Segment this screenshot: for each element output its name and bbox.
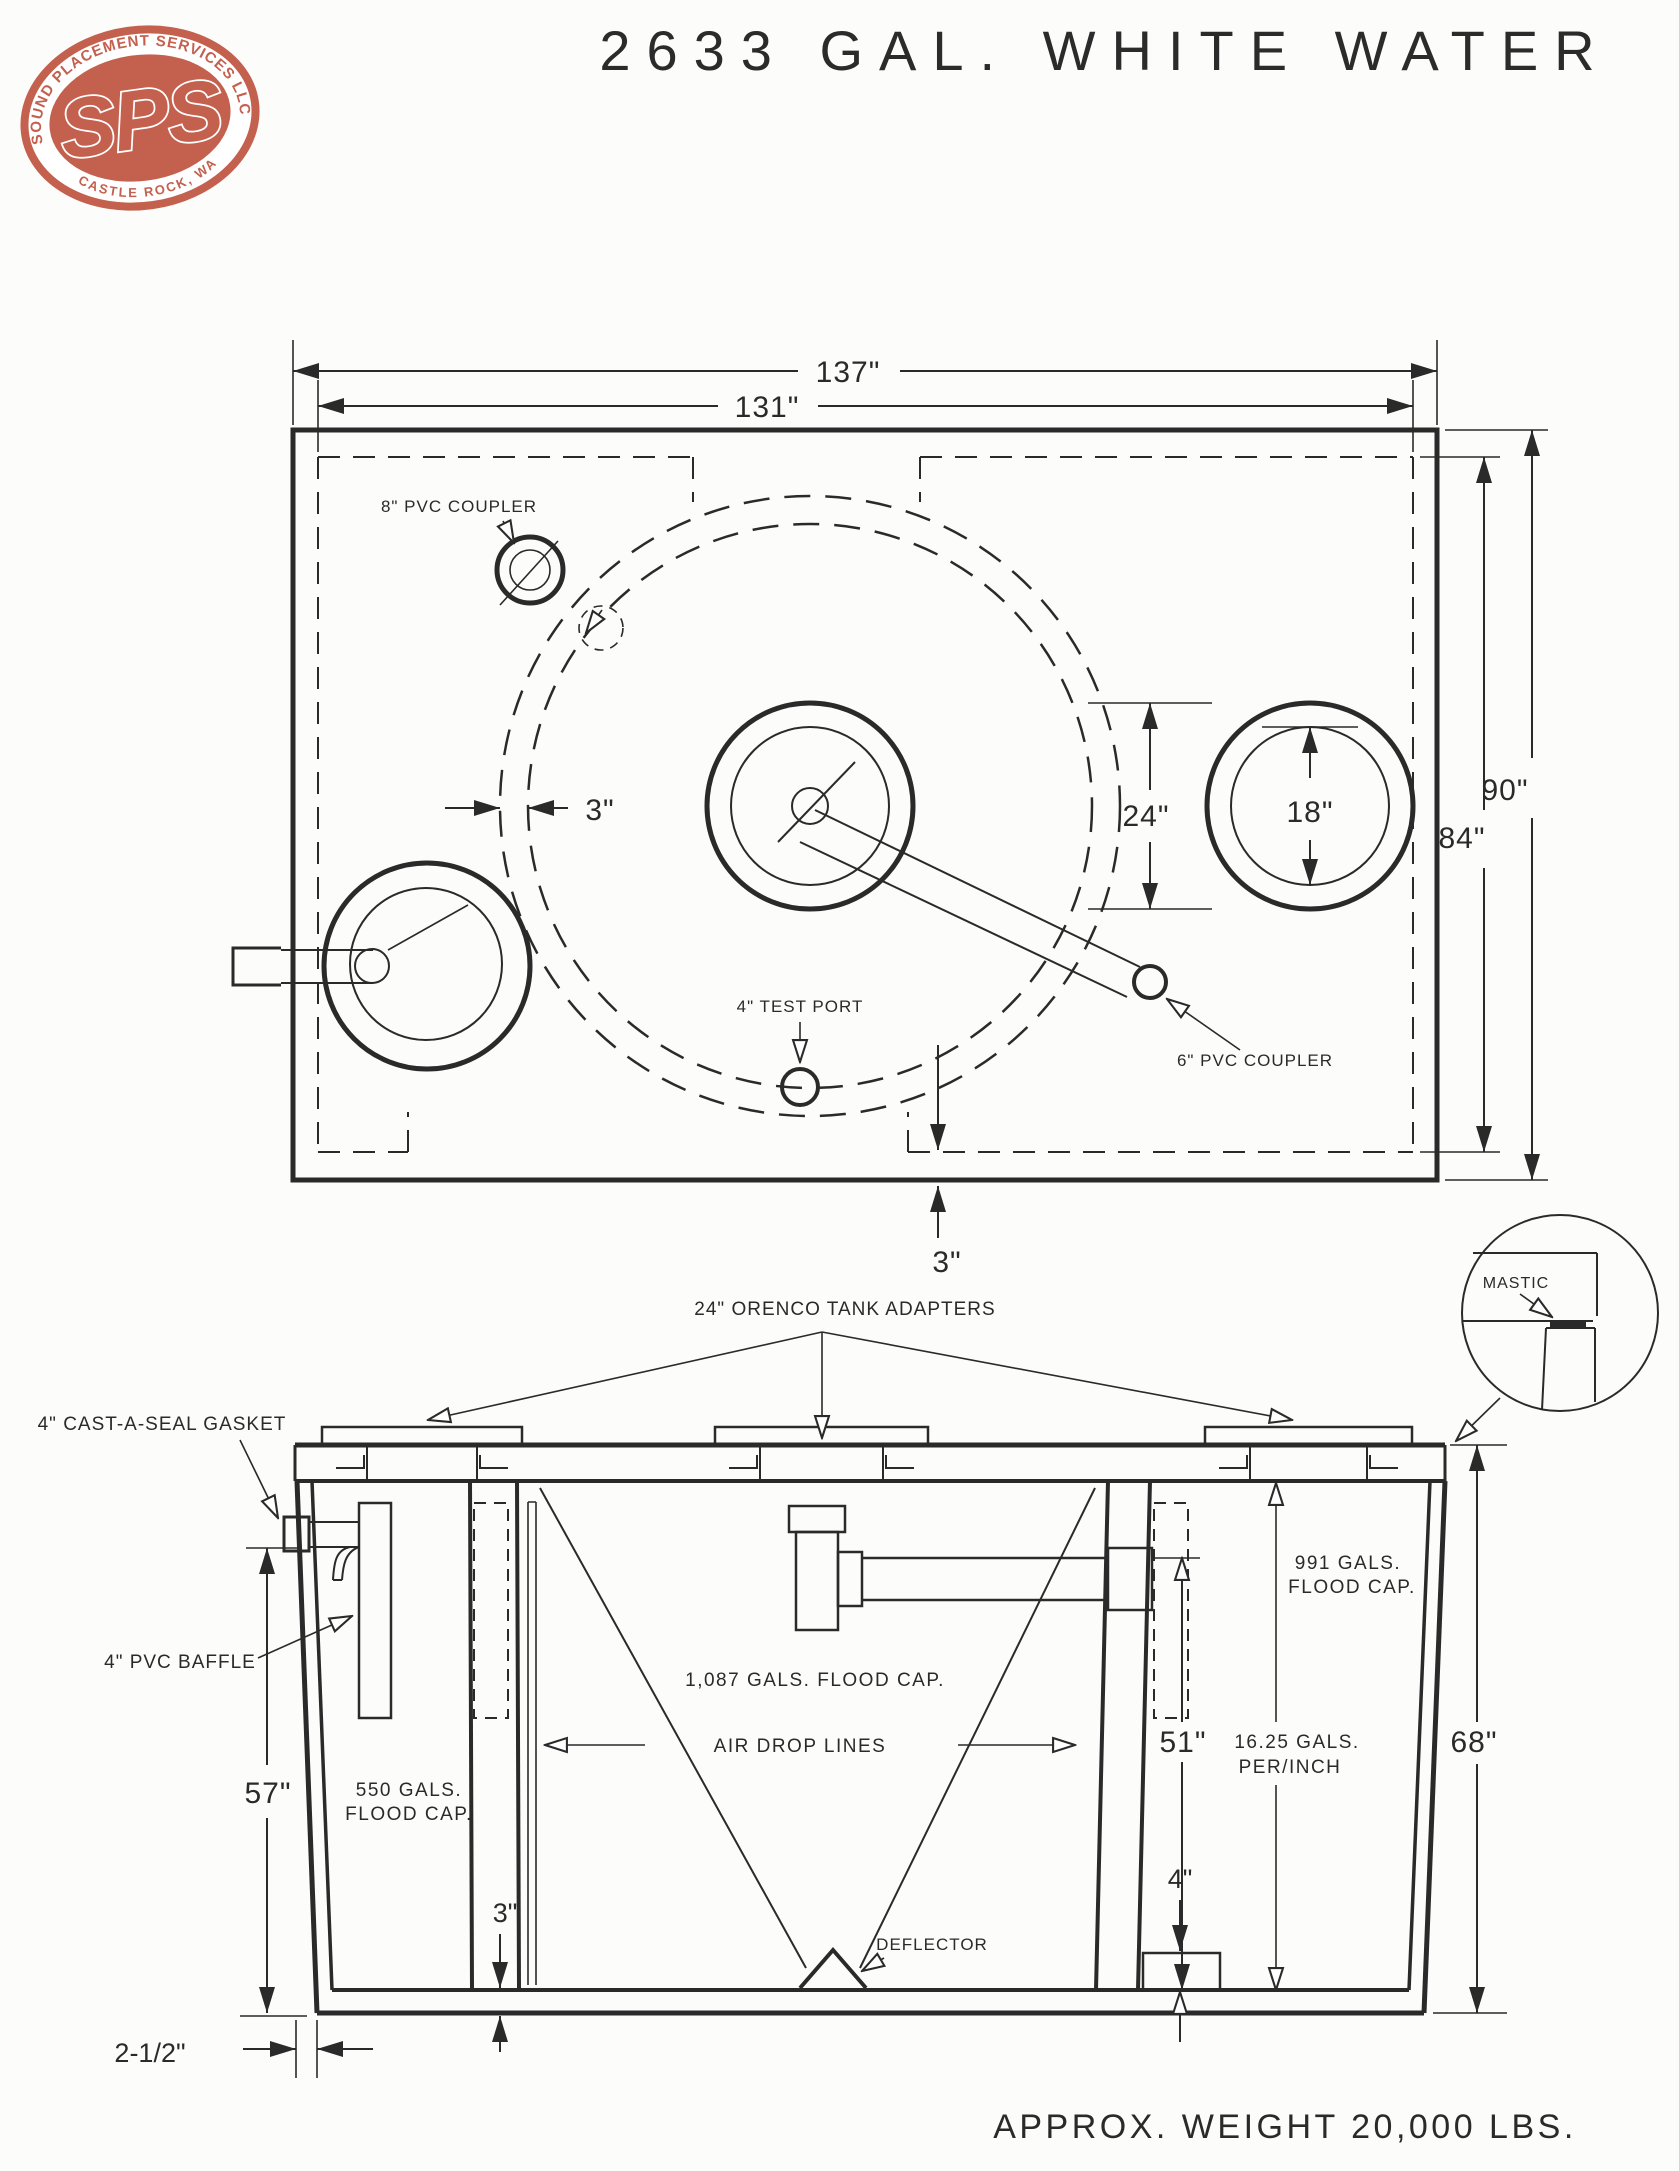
- svg-text:24": 24": [1122, 800, 1169, 833]
- dim-90: 90": [1445, 429, 1548, 1181]
- inlet-tee-pipe: [787, 1504, 1154, 1632]
- svg-text:51": 51": [1159, 1726, 1206, 1759]
- svg-text:137": 137": [816, 356, 881, 389]
- dim-2half: 2-1/2": [114, 2020, 373, 2078]
- hidden-baffle-1: [473, 1502, 509, 1719]
- rate-line1: 16.25 GALS.: [1234, 1732, 1359, 1753]
- baffle-plate-1: [527, 1501, 537, 1985]
- dim-18-label: 18": [1286, 796, 1333, 829]
- logo-initials: SPS: [53, 61, 229, 177]
- dim-84: 84": [1420, 456, 1500, 1153]
- coupler6-leader: [1167, 999, 1241, 1051]
- page-title: 2633 GAL. WHITE WATER: [599, 19, 1610, 82]
- dim-131: 131": [317, 380, 1414, 452]
- svg-text:90": 90": [1481, 774, 1528, 807]
- section-view: 24" ORENCO TANK ADAPTERS 4" CAST-A-SEAL …: [38, 1299, 1507, 2078]
- coupler8-leader: [503, 521, 514, 543]
- dim-51: 51": [1155, 1558, 1206, 1990]
- left-wall-outer: [294, 1480, 320, 2014]
- adapters-leader-right: [821, 1331, 1292, 1420]
- dim-4: 4": [1168, 1864, 1193, 2042]
- tank-adapter-right: [1203, 1425, 1414, 1481]
- mastic-detail: MASTIC: [1456, 1214, 1659, 1441]
- mastic-label: MASTIC: [1483, 1275, 1549, 1292]
- pvc-baffle: [357, 1501, 393, 1720]
- cast-a-seal-gasket: [282, 1515, 311, 1553]
- deflector-leader: [862, 1958, 884, 1971]
- dim-3-ring: 3": [445, 794, 614, 827]
- right-wall-outer: [1421, 1480, 1448, 2014]
- hidden-coupler-dashed: [578, 605, 624, 651]
- svg-text:57": 57": [244, 1777, 291, 1810]
- divider1-left: [468, 1480, 474, 1991]
- svg-text:3": 3": [585, 794, 614, 827]
- air-drop-line-right: [859, 1487, 1096, 1969]
- adapters-leader-left: [428, 1331, 823, 1420]
- svg-text:84": 84": [1438, 822, 1485, 855]
- left-wall-inner: [310, 1480, 334, 1991]
- hidden-baffle-2: [1153, 1502, 1189, 1719]
- plan-view: 8" PVC COUPLER 4" TEST PORT 6" PVC COUPL…: [231, 340, 1548, 1279]
- logo-inner-disc: [49, 54, 231, 182]
- detail-circle: [1461, 1214, 1659, 1412]
- comp2-cap: 1,087 GALS. FLOOD CAP.: [685, 1670, 945, 1691]
- dim-3-floor: 3": [492, 1898, 518, 2052]
- dim-3-bottom-plan: 3": [930, 1045, 961, 1279]
- center-manhole: [704, 700, 916, 912]
- outlet-sump: [1141, 1951, 1222, 1992]
- mastic-leader: [1519, 1293, 1552, 1317]
- svg-text:68": 68": [1450, 1726, 1497, 1759]
- approx-weight: APPROX. WEIGHT 20,000 LBS.: [993, 2108, 1577, 2146]
- comp1-cap-line1: 550 GALS.: [356, 1780, 462, 1801]
- coupler8-label: 8" PVC COUPLER: [381, 497, 537, 516]
- dim-68: 68": [1433, 1444, 1507, 2014]
- dim-137: 137": [292, 340, 1438, 425]
- svg-text:2-1/2": 2-1/2": [114, 2038, 185, 2068]
- baffle-label: 4" PVC BAFFLE: [104, 1652, 256, 1673]
- dim-24: 24": [1088, 702, 1212, 910]
- divider2-right: [1136, 1480, 1152, 1991]
- deflector-label: DEFLECTOR: [876, 1935, 988, 1954]
- svg-text:3": 3": [932, 1246, 961, 1279]
- outlet-pipe: [799, 809, 1168, 1000]
- detail-leader: [1456, 1397, 1501, 1441]
- left-manhole: [231, 860, 533, 1072]
- airdrop-label: AIR DROP LINES: [714, 1736, 887, 1757]
- coupler-8in: [494, 534, 566, 606]
- comp3-cap-line2: FLOOD CAP.: [1288, 1577, 1416, 1598]
- riser-ring-outer-dashed: [498, 494, 1122, 1118]
- rate-line2: PER/INCH: [1239, 1757, 1342, 1778]
- adapters-label: 24" ORENCO TANK ADAPTERS: [694, 1299, 995, 1320]
- comp3-cap-line1: 991 GALS.: [1295, 1553, 1401, 1574]
- coupler6-label: 6" PVC COUPLER: [1177, 1051, 1333, 1070]
- lid-riser-circle: 18": [1204, 700, 1416, 912]
- testport-label: 4" TEST PORT: [737, 997, 864, 1016]
- inlet-assembly: [282, 1501, 393, 1720]
- sps-logo: SOUND PLACEMENT SERVICES LLC CASTLE ROCK…: [16, 18, 260, 211]
- coupler-6in: [1132, 964, 1168, 1000]
- gasket-label: 4" CAST-A-SEAL GASKET: [38, 1414, 287, 1435]
- svg-text:3": 3": [493, 1898, 518, 1928]
- svg-text:4": 4": [1168, 1864, 1193, 1894]
- deflector: [798, 1946, 868, 1990]
- tank-adapter-left: [320, 1425, 524, 1481]
- right-wall-inner: [1407, 1480, 1432, 1991]
- dim-57: 57": [240, 1547, 307, 2017]
- inner-wall-dashed-rect: [317, 456, 1414, 1153]
- inlet-stub: [231, 946, 281, 987]
- test-port: [780, 1067, 820, 1107]
- tank-outline-plan: [290, 427, 1440, 1183]
- gasket-leader: [239, 1439, 278, 1518]
- svg-text:131": 131": [735, 391, 800, 424]
- comp1-cap-line2: FLOOD CAP.: [345, 1804, 473, 1825]
- divider1-right: [515, 1480, 521, 1991]
- divider2-left: [1094, 1480, 1110, 1991]
- baffle-leader: [257, 1616, 352, 1659]
- ring-arc-arrow: [586, 610, 602, 633]
- air-drop-line-left: [539, 1487, 807, 1969]
